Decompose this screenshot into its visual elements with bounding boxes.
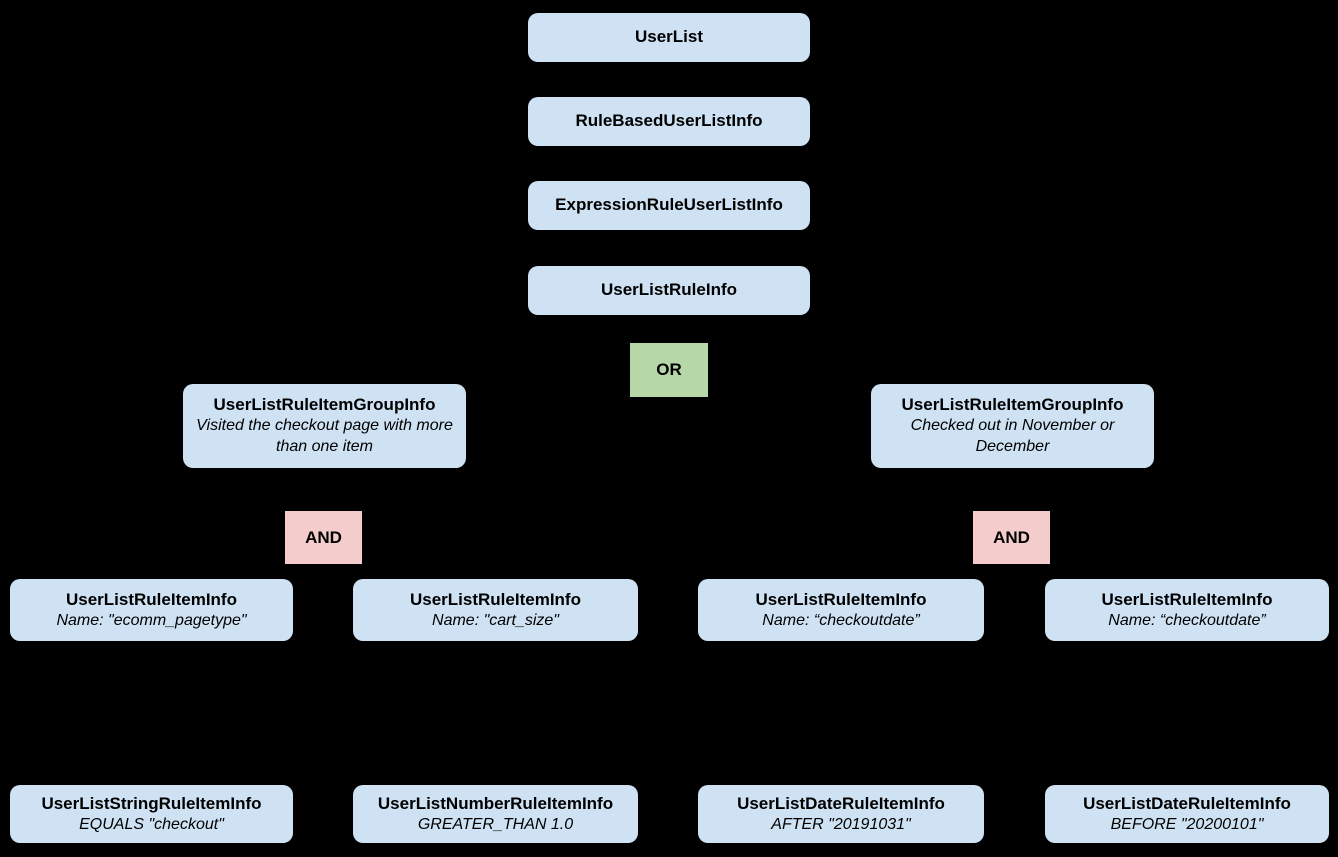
and-operator-left: AND (285, 511, 362, 564)
node-ruleitem-cart-size: UserListRuleItemInfo Name: "cart_size" (353, 579, 638, 641)
node-subtitle: Name: “checkoutdate” (1108, 611, 1266, 629)
node-subtitle: Name: “checkoutdate” (762, 611, 920, 629)
node-description: Visited the checkout page with more than… (196, 417, 453, 456)
node-label: UserListStringRuleItemInfo (41, 793, 262, 813)
and-operator-right: AND (973, 511, 1050, 564)
node-subtitle: AFTER "20191031" (771, 815, 911, 833)
node-ruleitem-ecomm-pagetype: UserListRuleItemInfo Name: "ecomm_pagety… (10, 579, 293, 641)
node-label: UserListDateRuleItemInfo (1083, 793, 1291, 813)
node-group-checked-out-nov-dec: UserListRuleItemGroupInfo Checked out in… (871, 384, 1154, 468)
node-subtitle: EQUALS "checkout" (79, 815, 224, 833)
node-label: UserListRuleItemInfo (755, 589, 927, 609)
node-label: UserListNumberRuleItemInfo (377, 793, 614, 813)
node-label: UserList (634, 27, 704, 47)
node-label: UserListRuleItemInfo (410, 589, 581, 609)
node-label: RuleBasedUserListInfo (575, 111, 763, 131)
node-group-checkout-page: UserListRuleItemGroupInfo Visited the ch… (183, 384, 466, 468)
node-label: UserListRuleInfo (600, 280, 738, 300)
node-numberruleitem-greater-than: UserListNumberRuleItemInfo GREATER_THAN … (353, 785, 638, 843)
node-label: UserListRuleItemGroupInfo (901, 395, 1124, 415)
node-ruleitem-checkoutdate-1: UserListRuleItemInfo Name: “checkoutdate… (698, 579, 984, 641)
node-subtitle: Name: "ecomm_pagetype" (56, 611, 247, 629)
node-subtitle: BEFORE "20200101" (1110, 815, 1264, 833)
node-expressionruleuserlistinfo: ExpressionRuleUserListInfo (528, 181, 810, 230)
node-ruleitem-checkoutdate-2: UserListRuleItemInfo Name: “checkoutdate… (1045, 579, 1329, 641)
or-operator: OR (630, 343, 708, 397)
node-dateruleitem-after: UserListDateRuleItemInfo AFTER "20191031… (698, 785, 984, 843)
node-userlistruleinfo: UserListRuleInfo (528, 266, 810, 315)
and-label: AND (305, 527, 342, 547)
node-subtitle: GREATER_THAN 1.0 (417, 815, 574, 833)
node-stringruleitem-equals-checkout: UserListStringRuleItemInfo EQUALS "check… (10, 785, 293, 843)
or-label: OR (656, 360, 682, 379)
node-rulebaseduserlistinfo: RuleBasedUserListInfo (528, 97, 810, 146)
and-label: AND (993, 527, 1030, 547)
node-label: UserListDateRuleItemInfo (737, 793, 945, 813)
node-label: UserListRuleItemInfo (66, 589, 237, 609)
node-userlist: UserList (528, 13, 810, 62)
node-description: Checked out in November or December (910, 417, 1115, 456)
node-dateruleitem-before: UserListDateRuleItemInfo BEFORE "2020010… (1045, 785, 1329, 843)
node-label: UserListRuleItemGroupInfo (213, 395, 436, 415)
node-label: ExpressionRuleUserListInfo (555, 195, 783, 215)
node-subtitle: Name: "cart_size" (432, 611, 559, 629)
node-label: UserListRuleItemInfo (1101, 589, 1273, 609)
